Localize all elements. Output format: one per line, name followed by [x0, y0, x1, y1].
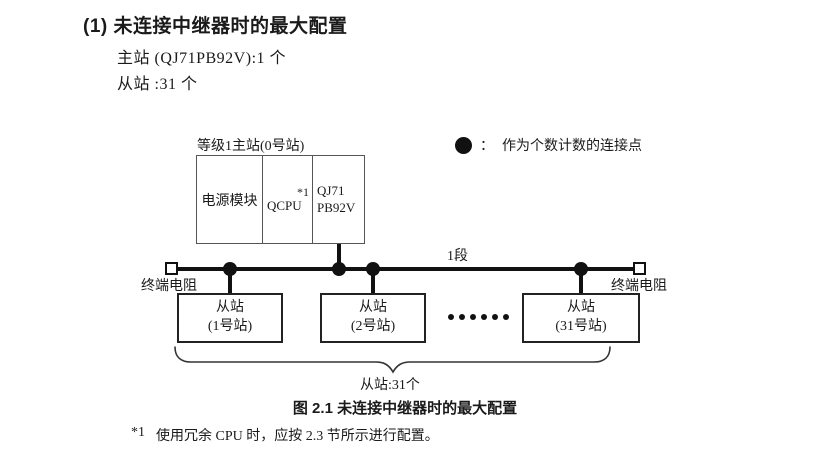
slave-box-label: 从站 [216, 300, 244, 316]
master-station-box: 电源模块 *1 QCPU QJ71 PB92V [196, 155, 365, 244]
qj71-label-line2: PB92V [317, 199, 356, 215]
master-station-label: 等级1主站(0号站) [197, 139, 305, 154]
slave-station-box-1: 从站 (1号站) [177, 293, 283, 343]
footnote-marker: *1 [131, 425, 145, 440]
connection-dot-icon [455, 136, 472, 154]
legend-label: 作为个数计数的连接点 [502, 139, 642, 154]
dot-icon [448, 314, 454, 320]
dot-icon [503, 314, 509, 320]
master-drop-line [337, 244, 341, 270]
footnote: *1 使用冗余 CPU 时，应按 2.3 节所示进行配置。 [131, 425, 439, 445]
qcpu-module-cell: *1 QCPU [263, 156, 313, 243]
footnote-text: 使用冗余 CPU 时，应按 2.3 节所示进行配置。 [156, 429, 439, 444]
slave-station-box-2: 从站 (2号站) [320, 293, 426, 343]
dot-icon [470, 314, 476, 320]
legend: ： 作为个数计数的连接点 [455, 135, 642, 155]
master-count-line: 主站 (QJ71PB92V):1 个 [117, 50, 287, 67]
dot-icon [459, 314, 465, 320]
legend-colon: ： [480, 139, 494, 154]
connection-dot-icon [223, 262, 237, 276]
slave1-drop-line [228, 269, 232, 295]
page-title: (1) 未连接中继器时的最大配置 [83, 16, 348, 37]
terminating-resistor-icon-left [165, 262, 178, 275]
slave-box-sublabel: (1号站) [207, 319, 253, 334]
ellipsis-dots-icon [448, 314, 509, 320]
connection-dot-icon [332, 262, 346, 276]
qj71pb92v-module-cell: QJ71 PB92V [313, 156, 364, 243]
slave31-drop-line [579, 269, 583, 295]
segment-label: 1段 [447, 249, 468, 264]
qcpu-label: QCPU [267, 197, 302, 213]
figure-caption: 图 2.1 未连接中继器时的最大配置 [292, 400, 518, 417]
connection-dot-icon [574, 262, 588, 276]
slave-total-label: 从站:31个 [360, 378, 420, 393]
slave-box-label: 从站 [359, 300, 387, 316]
dot-icon [492, 314, 498, 320]
slave2-drop-line [371, 269, 375, 295]
qj71-label-line1: QJ71 [317, 183, 345, 199]
footnote-ref-marker: *1 [297, 184, 309, 199]
connection-dot-icon [366, 262, 380, 276]
slave-box-sublabel: (31号站) [555, 319, 607, 334]
terminating-resistor-icon-right [633, 262, 646, 275]
bus-line [177, 267, 633, 271]
underbrace-icon [174, 346, 611, 374]
terminator-label-right: 终端电阻 [611, 279, 667, 294]
slave-box-label: 从站 [567, 300, 595, 316]
dot-icon [481, 314, 487, 320]
power-supply-module-cell: 电源模块 [197, 156, 263, 243]
slave-count-line: 从站 :31 个 [117, 76, 198, 93]
slave-station-box-31: 从站 (31号站) [522, 293, 640, 343]
terminator-label-left: 终端电阻 [141, 279, 197, 294]
slave-box-sublabel: (2号站) [350, 319, 396, 334]
